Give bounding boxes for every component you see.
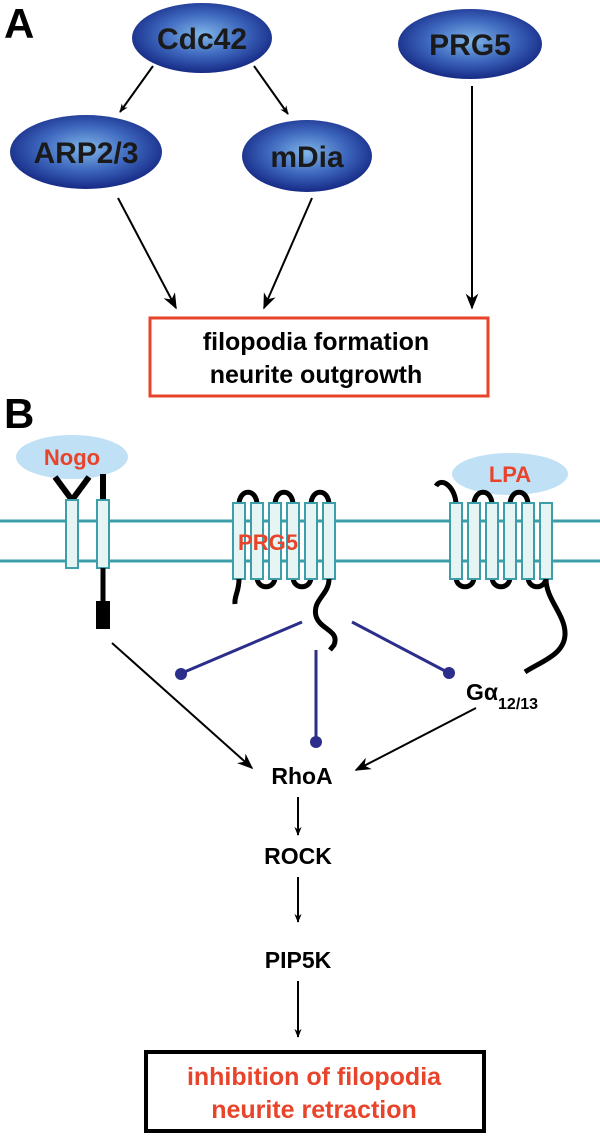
node-mdia-oval <box>242 120 372 192</box>
node-prg5-a: PRG5 <box>398 9 542 79</box>
prg5-inhibit-left <box>181 620 303 675</box>
panel-a-letter: A <box>4 0 34 47</box>
node-cdc42-oval <box>132 3 272 73</box>
cascade-rhoa: RhoA <box>271 763 332 789</box>
prg5-c-terminus <box>312 578 338 652</box>
lpa-helices <box>449 502 553 580</box>
outcome-a-line2: neurite outgrowth <box>210 361 422 389</box>
nogo-label: Nogo <box>44 445 100 470</box>
arrow-cdc42-mdia <box>253 65 289 115</box>
lpa-extracellular-loops <box>471 489 531 506</box>
node-arp23-oval <box>10 115 162 189</box>
panel-b-letter: B <box>4 390 34 437</box>
node-mdia: mDia <box>242 120 372 192</box>
outcome-box-b-frame <box>144 1050 486 1133</box>
node-arp23: ARP2/3 <box>10 115 162 189</box>
nogo-receptor: Nogo <box>16 435 128 629</box>
nogo-cyto-domain <box>96 601 110 629</box>
lpa-label: LPA <box>489 462 531 487</box>
outcome-box-b: inhibition of filopodia neurite retracti… <box>144 1050 486 1133</box>
arrow-galpha-rhoa <box>354 707 477 771</box>
prg5-helices <box>232 502 336 580</box>
nogo-y-arms <box>52 475 92 506</box>
outcome-b-line2: neurite retraction <box>211 1096 417 1124</box>
nogo-ligand-bubble <box>16 435 128 479</box>
nogo-tm-right <box>96 499 110 569</box>
node-arp23-label: ARP2/3 <box>33 137 138 170</box>
prg5-inhibit-right-end <box>443 667 455 679</box>
prg5-receptor-label: PRG5 <box>238 530 298 555</box>
prg5-extracellular-loops <box>236 489 332 506</box>
prg5-inhibitory-links <box>175 620 455 748</box>
outcome-box-a: filopodia formation neurite outgrowth <box>148 316 490 398</box>
lpa-c-terminus <box>523 578 568 675</box>
outcome-a-line1: filopodia formation <box>203 328 429 356</box>
panel-b: B Nogo <box>0 390 600 1133</box>
arrow-nogo-rhoa <box>111 642 254 770</box>
node-cdc42-label: Cdc42 <box>157 23 247 56</box>
node-prg5-a-oval <box>398 9 542 79</box>
prg5-inhibit-center-end <box>310 736 322 748</box>
g-alpha-subscript: 12/13 <box>498 696 538 713</box>
outcome-b-line1: inhibition of filopodia <box>187 1063 442 1091</box>
arrow-mdia-outcome <box>263 197 313 310</box>
g-alpha-symbol: Gα <box>466 679 498 705</box>
prg5-inhibit-right <box>351 620 448 674</box>
prg5-n-terminus <box>232 578 242 605</box>
arrow-arp23-outcome <box>117 197 177 310</box>
lpa-ligand-bubble <box>452 453 568 495</box>
prg5-receptor: PRG5 <box>232 489 338 652</box>
outcome-box-a-frame <box>148 316 490 398</box>
node-prg5-a-label: PRG5 <box>429 29 511 62</box>
cascade-rock: ROCK <box>264 843 332 869</box>
panel-a: A Cdc42 PRG5 ARP2/3 mDia filopodia forma… <box>4 0 542 398</box>
arrow-cdc42-arp23 <box>119 65 154 113</box>
prg5-inhibit-left-end <box>175 668 187 680</box>
lpa-n-terminus <box>433 479 459 506</box>
prg5-intracellular-loops <box>254 576 314 590</box>
cascade-pip5k: PIP5K <box>265 947 332 973</box>
nogo-tm-left <box>65 499 79 569</box>
lpa-receptor: LPA <box>433 453 568 675</box>
g-alpha-label: Gα12/13 <box>466 679 538 713</box>
node-cdc42: Cdc42 <box>132 3 272 73</box>
node-mdia-label: mDia <box>270 141 344 174</box>
